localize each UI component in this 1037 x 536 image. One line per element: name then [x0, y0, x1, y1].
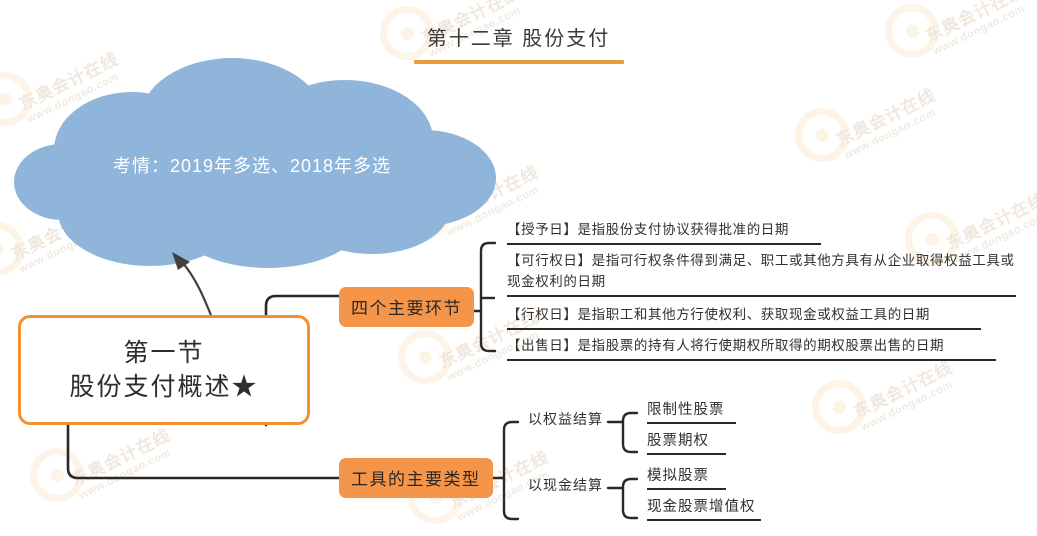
bracket-equity-items [621, 411, 639, 454]
cloud-pointer-arrow [172, 252, 214, 320]
leaf-text: 股票期权 [647, 433, 709, 449]
leaf-underline [507, 294, 1016, 297]
leaf-item-restricted-stock[interactable]: 限制性股票 [637, 397, 742, 427]
leaf-underline [647, 519, 761, 521]
root-node[interactable]: 第一节 股份支付概述★ [18, 315, 310, 425]
leaf-item-sale-date[interactable]: 【出售日】是指股票的持有人将行使期权所取得的期权股票出售的日期 [495, 334, 1000, 364]
branch-node-four-steps[interactable]: 四个主要环节 [339, 287, 474, 327]
subcategory-equity-settled[interactable]: 以权益结算 [528, 411, 603, 427]
leaf-underline [507, 242, 821, 245]
leaf-item-stock-appreciation-right[interactable]: 现金股票增值权 [637, 494, 767, 524]
root-node-line2: 股份支付概述★ [69, 373, 259, 401]
leaf-text: 限制性股票 [647, 402, 725, 418]
leaf-item-stock-option[interactable]: 股票期权 [637, 428, 732, 458]
leaf-text: 【可行权日】是指可行权条件得到满足、职工或其他方具有从企业取得权益工具或现金权利… [507, 253, 1015, 289]
branch-node-tool-types[interactable]: 工具的主要类型 [339, 458, 493, 498]
page-title: 第十二章 股份支付 [426, 28, 611, 50]
leaf-text: 现金股票增值权 [647, 499, 756, 515]
bracket-tool-groups [502, 420, 520, 521]
leaf-text: 【授予日】是指股份支付协议获得批准的日期 [507, 222, 789, 237]
page-header: 第十二章 股份支付 [0, 0, 1037, 64]
root-node-line1: 第一节 [123, 338, 205, 367]
leaf-underline [647, 422, 736, 424]
cloud-label: 考情：2019年多选、2018年多选 [112, 156, 392, 176]
bracket-cash-items [621, 477, 639, 520]
leaf-text: 【出售日】是指股票的持有人将行使期权所取得的期权股票出售的日期 [507, 338, 945, 353]
leaf-item-exercise-date[interactable]: 【行权日】是指职工和其他方行使权利、获取现金或权益工具的日期 [495, 303, 985, 333]
leaf-item-grant-date[interactable]: 【授予日】是指股份支付协议获得批准的日期 [495, 218, 825, 248]
leaf-underline [507, 327, 981, 330]
leaf-underline [507, 358, 996, 361]
leaf-item-phantom-stock[interactable]: 模拟股票 [637, 463, 732, 493]
leaf-text: 模拟股票 [647, 468, 709, 484]
leaf-underline [647, 488, 726, 490]
connector-root-to-branch2 [66, 423, 341, 480]
subcategory-cash-settled[interactable]: 以现金结算 [528, 477, 603, 493]
leaf-item-vesting-date[interactable]: 【可行权日】是指可行权条件得到满足、职工或其他方具有从企业取得权益工具或现金权利… [495, 249, 1020, 300]
connector-root-to-branch1 [264, 294, 341, 427]
title-underline [413, 60, 624, 64]
leaf-underline [647, 453, 726, 455]
cloud-shape [14, 58, 496, 268]
leaf-text: 【行权日】是指职工和其他方行使权利、获取现金或权益工具的日期 [507, 307, 930, 322]
